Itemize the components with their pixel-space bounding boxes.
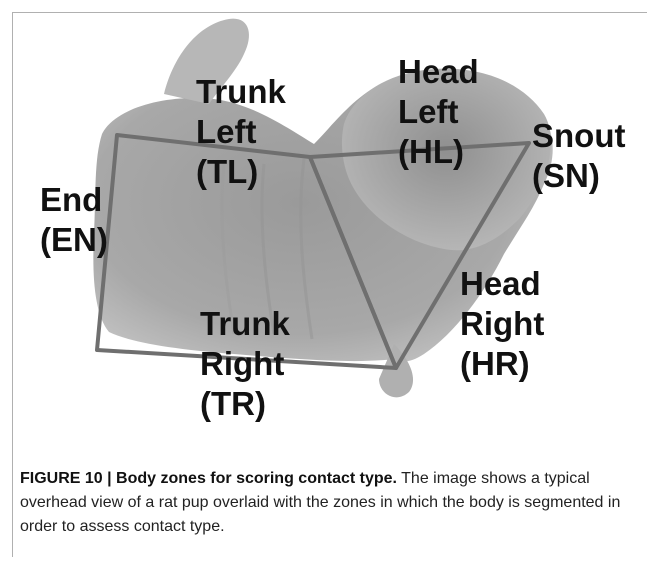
zone-label-head-left: Head Left (HL)	[398, 52, 479, 172]
zone-label-trunk-right: Trunk Right (TR)	[200, 304, 290, 424]
figure-image-panel: Trunk Left (TL) Head Left (HL) Snout (SN…	[14, 14, 647, 454]
frame-top-rule	[12, 12, 647, 13]
rat-pup-image	[14, 14, 647, 454]
frame-left-rule	[12, 12, 13, 557]
figure-caption-label: FIGURE 10 | Body zones for scoring conta…	[20, 470, 397, 487]
zone-label-snout: Snout (SN)	[532, 116, 625, 196]
figure-caption: FIGURE 10 | Body zones for scoring conta…	[20, 467, 635, 539]
zone-label-head-right: Head Right (HR)	[460, 264, 544, 384]
zone-label-trunk-left: Trunk Left (TL)	[196, 72, 286, 192]
zone-label-end: End (EN)	[40, 180, 108, 260]
